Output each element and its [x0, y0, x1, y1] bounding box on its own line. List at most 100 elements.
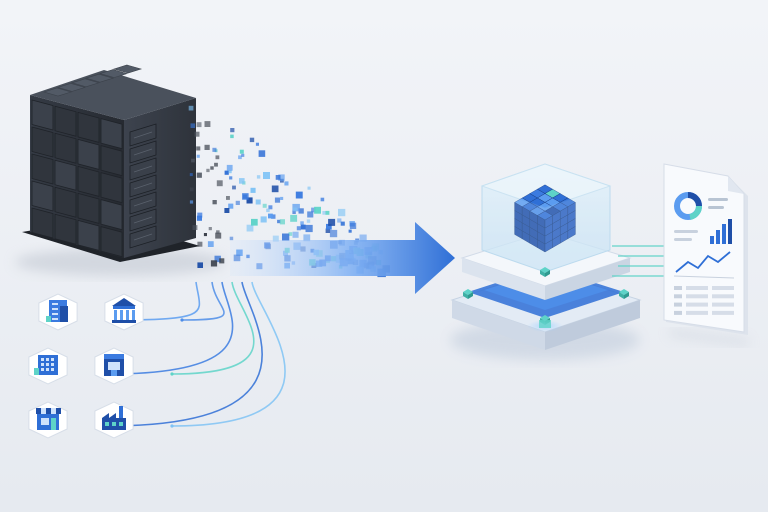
data-particle	[196, 172, 202, 178]
report-table-cell	[686, 310, 708, 315]
data-particle	[260, 216, 267, 223]
data-particle	[280, 196, 284, 200]
data-particle	[204, 121, 211, 127]
factory-window	[119, 422, 123, 426]
connection-endpoint	[170, 372, 174, 376]
shop-awning	[56, 408, 61, 414]
data-particle	[306, 219, 311, 223]
data-particle	[255, 199, 261, 205]
data-particle	[246, 224, 254, 232]
apartment-window	[51, 358, 54, 361]
report-text-line	[708, 206, 724, 209]
report-table-cell	[686, 302, 708, 307]
donut-chart-segment	[687, 192, 702, 207]
apartment-window	[41, 363, 44, 366]
shop-awning	[36, 408, 41, 414]
server-drive-slot	[133, 233, 153, 241]
server-drive-slot	[133, 165, 153, 173]
hub-mid-left	[462, 258, 545, 300]
data-particle	[320, 197, 325, 202]
hub-corner-node-side	[624, 292, 629, 299]
data-particle	[196, 146, 201, 151]
data-particle	[246, 197, 253, 204]
line-chart-icon	[675, 251, 731, 273]
data-particle	[194, 131, 200, 137]
apartment-building-icon	[34, 355, 58, 375]
server-panel-grid	[31, 64, 157, 258]
data-particle	[338, 208, 346, 217]
data-particle	[239, 178, 245, 184]
server-panel	[54, 159, 77, 191]
data-particle	[190, 123, 196, 128]
apartment-window	[46, 363, 49, 366]
data-particle	[239, 149, 244, 154]
data-block-right	[544, 215, 553, 229]
building-window	[52, 303, 58, 305]
data-particle	[307, 211, 314, 218]
connection-line	[107, 281, 263, 427]
data-particle	[337, 218, 342, 223]
data-particle	[229, 176, 233, 180]
data-particle	[262, 203, 267, 208]
shop-awning	[41, 408, 46, 414]
report-table-cell	[712, 310, 734, 315]
hub-corner-nodes	[463, 267, 629, 325]
arrow-shaft	[230, 222, 455, 294]
data-particle	[188, 105, 194, 111]
report-table-cell	[712, 302, 734, 307]
report-text-line	[674, 230, 698, 233]
server-drive-slot	[133, 199, 153, 207]
server-panel	[54, 213, 77, 245]
server-panel	[31, 180, 54, 212]
source-node	[38, 293, 78, 331]
server-panel	[31, 153, 54, 185]
source-node	[28, 401, 68, 439]
data-particle	[238, 155, 242, 160]
server-rack-icon	[15, 64, 225, 276]
data-particle	[192, 225, 198, 230]
connection-line	[181, 281, 225, 321]
source-node	[104, 293, 144, 331]
data-particle	[215, 155, 220, 160]
server-drive-slot	[133, 182, 153, 190]
data-particle	[226, 164, 233, 171]
data-particle	[242, 193, 249, 200]
data-particle	[272, 235, 279, 242]
report-text-line	[674, 238, 692, 241]
data-particle	[204, 144, 210, 150]
bank-base	[112, 320, 136, 323]
data-particle	[300, 224, 306, 230]
server-top-tile	[70, 78, 101, 88]
data-particle	[191, 158, 195, 163]
data-particle	[256, 175, 261, 179]
data-particle	[290, 214, 298, 222]
data-particle	[288, 232, 293, 236]
data-particle	[295, 191, 303, 199]
data-particle	[329, 229, 338, 238]
bank-column	[132, 310, 135, 320]
data-particle	[279, 219, 285, 225]
hub-corner-node-side	[468, 292, 473, 299]
data-particle	[249, 137, 255, 143]
data-particle	[212, 147, 217, 152]
server-top-face	[30, 70, 196, 120]
bar-chart-bar	[716, 230, 720, 244]
data-particle	[210, 166, 214, 170]
report-document-icon	[663, 163, 748, 345]
data-particle	[196, 154, 200, 158]
data-particle	[325, 210, 330, 215]
server-panel	[77, 165, 100, 197]
data-particle	[325, 228, 331, 233]
data-particle	[228, 170, 232, 174]
factory-chimney	[119, 406, 123, 418]
data-particle	[214, 255, 221, 263]
data-particle	[275, 175, 281, 180]
data-particle	[348, 229, 352, 233]
data-particle	[307, 186, 311, 190]
source-node	[28, 347, 68, 385]
shop-window	[41, 418, 49, 425]
data-particle	[196, 122, 202, 128]
server-drive-slot	[133, 216, 153, 224]
hub-lower-right	[545, 300, 640, 350]
data-particle	[232, 185, 236, 190]
